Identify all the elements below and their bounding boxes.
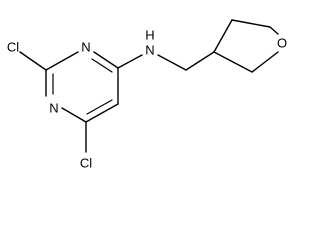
bond-ch2-c3: [185, 51, 215, 71]
bond-nh-ch2: [157, 54, 187, 71]
bond-n3-c4-double: [91, 58, 113, 73]
structure-canvas: Cl Cl N N N H O: [7, 19, 287, 171]
atom-nh-n: N: [145, 43, 154, 58]
bond-c4-c5: [231, 19, 271, 28]
atom-n-ring-left: N: [49, 101, 58, 116]
bond-c6-n1: [61, 107, 87, 123]
bond-c5-c6-double: [86, 99, 113, 115]
atom-cl-bottom: Cl: [80, 156, 92, 171]
bond-c5-o: [269, 26, 279, 35]
atom-n-ring-top: N: [81, 40, 90, 55]
bond-c2-n3: [45, 51, 79, 71]
atom-o-ring: O: [277, 36, 287, 51]
bond-c2-c3: [213, 51, 253, 73]
atom-cl-top: Cl: [7, 40, 19, 55]
atom-labels: Cl Cl N N N H O: [7, 28, 287, 171]
pyrimidine-ring: [45, 51, 119, 123]
bond-c4-nh: [117, 54, 143, 69]
bond-c2-cl: [19, 51, 47, 71]
molecule-structure: Cl Cl N N N H O: [7, 19, 287, 171]
bond-c3-c4: [213, 19, 233, 53]
bond-c5-c6: [85, 103, 119, 123]
atom-nh-h: H: [145, 28, 154, 43]
bond-n3-c4: [93, 51, 119, 69]
tetrahydrofuran-ring: [185, 19, 279, 73]
bond-o-c2: [251, 51, 279, 73]
